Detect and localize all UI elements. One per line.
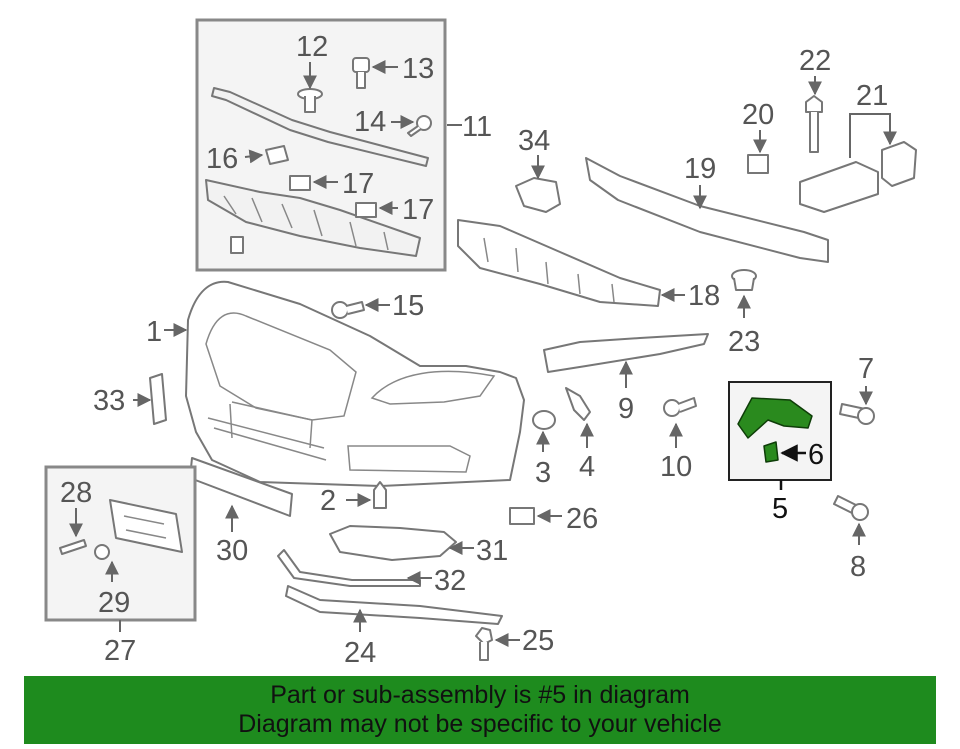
part-plate-bracket xyxy=(109,499,183,553)
part-energy-absorber-18 xyxy=(457,219,661,307)
callout-8: 8 xyxy=(850,551,866,583)
part-clip-2 xyxy=(373,481,387,509)
part-bracket-34 xyxy=(515,177,561,213)
callout-19: 19 xyxy=(684,153,716,185)
part-pad-26 xyxy=(509,507,535,525)
part-bracket-9 xyxy=(543,333,709,373)
callout-21: 21 xyxy=(856,80,888,112)
info-banner: Part or sub-assembly is #5 in diagram Di… xyxy=(24,676,936,744)
part-pad-17b xyxy=(355,202,377,218)
part-bolt-13 xyxy=(352,57,370,89)
part-cap-3 xyxy=(532,410,556,430)
part-pushpin-12 xyxy=(297,88,323,113)
part-lower-spoiler-24 xyxy=(285,585,503,625)
part-bolt-10 xyxy=(663,397,697,417)
part-bolt-25 xyxy=(475,627,493,661)
callout-28: 28 xyxy=(60,477,92,509)
callout-12: 12 xyxy=(296,31,328,63)
banner-line-2: Diagram may not be specific to your vehi… xyxy=(238,710,722,738)
leader-lines xyxy=(69,60,897,647)
callout-10: 10 xyxy=(660,451,692,483)
callout-16: 16 xyxy=(206,143,238,175)
callout-1: 1 xyxy=(146,316,162,348)
part-pad-20 xyxy=(747,154,769,174)
part-pad-small xyxy=(230,236,244,254)
callout-33: 33 xyxy=(93,385,125,417)
callout-5: 5 xyxy=(772,493,788,525)
callout-30: 30 xyxy=(216,535,248,567)
callout-4: 4 xyxy=(579,451,595,483)
callout-7: 7 xyxy=(858,353,874,385)
callout-23: 23 xyxy=(728,326,760,358)
callout-18: 18 xyxy=(688,280,720,312)
part-side-bracket-33 xyxy=(149,373,167,425)
callout-9: 9 xyxy=(618,393,634,425)
callout-labels: 12 13 14 11 16 17 17 15 1 33 34 19 18 20… xyxy=(60,31,888,669)
part-pad-17a xyxy=(289,175,311,191)
callout-26: 26 xyxy=(566,503,598,535)
callout-14: 14 xyxy=(354,106,386,138)
banner-line-1: Part or sub-assembly is #5 in diagram xyxy=(270,681,690,709)
callout-22: 22 xyxy=(799,45,831,77)
part-bracket-5-highlighted xyxy=(737,397,813,463)
part-screw-14 xyxy=(407,115,432,137)
part-bracket-21 xyxy=(799,141,917,213)
callout-11: 11 xyxy=(462,111,492,143)
callout-3: 3 xyxy=(535,457,551,489)
callout-2: 2 xyxy=(320,485,336,517)
part-upper-absorber xyxy=(205,179,421,257)
callout-31: 31 xyxy=(476,535,508,567)
part-molding-32 xyxy=(277,549,421,587)
part-bolt-8 xyxy=(833,495,869,521)
part-screw-29 xyxy=(94,544,110,560)
callout-13: 13 xyxy=(402,53,434,85)
part-pin-4 xyxy=(565,387,591,421)
part-bolt-22 xyxy=(805,95,823,153)
part-lower-grille-31 xyxy=(329,525,457,561)
callout-25: 25 xyxy=(522,625,554,657)
part-upper-support-strip xyxy=(211,87,429,167)
part-bolt-15 xyxy=(331,301,365,319)
part-bolt-7 xyxy=(839,403,875,425)
part-bumper-fascia xyxy=(185,280,525,487)
part-nut-23 xyxy=(731,269,757,291)
part-impact-bar-19 xyxy=(585,157,829,263)
part-clip-16 xyxy=(265,145,289,165)
callout-34: 34 xyxy=(518,125,550,157)
callout-6: 6 xyxy=(808,439,824,471)
callout-27: 27 xyxy=(104,635,136,667)
callout-17a: 17 xyxy=(342,168,374,200)
callout-15: 15 xyxy=(392,290,424,322)
callout-17b: 17 xyxy=(402,194,434,226)
callout-29: 29 xyxy=(98,587,130,619)
callout-32: 32 xyxy=(434,565,466,597)
callout-20: 20 xyxy=(742,99,774,131)
callout-24: 24 xyxy=(344,637,376,669)
part-rivet-28 xyxy=(59,539,87,555)
